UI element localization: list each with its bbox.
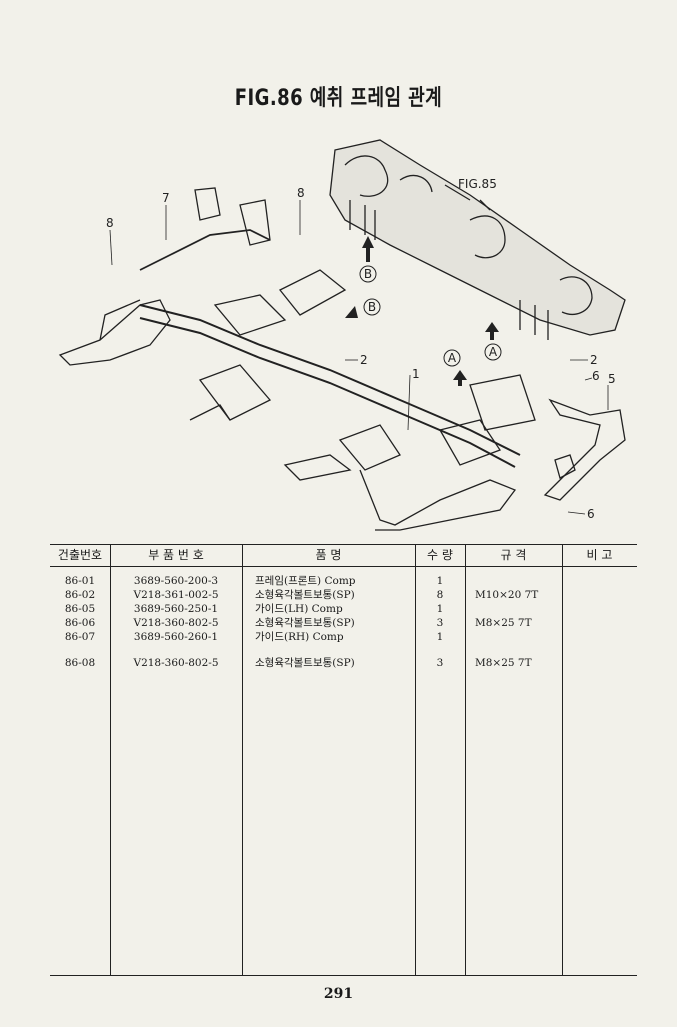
part-label-5: 5: [608, 372, 616, 386]
cell-no: 86-05: [64, 603, 96, 615]
part-label-7: 7: [162, 191, 170, 205]
parts-table: 건출번호 부 품 번 호 품 명 수 량 규 격 비 고 86-01 3689-5…: [50, 544, 637, 976]
header-note: 비 고: [586, 548, 613, 562]
cell-spec: [475, 602, 555, 616]
col-divider: [110, 544, 111, 976]
table-top-rule: [50, 544, 637, 545]
cell-name: 소형육각볼트보통(SP): [255, 589, 355, 601]
header-name: 품 명: [315, 548, 342, 562]
cell-name: 프레임(프론트) Comp: [255, 575, 356, 587]
part-label-6b: 6: [587, 507, 595, 521]
cell-spec: M8×25 7T: [475, 617, 532, 629]
marker-a-2: A: [489, 345, 498, 359]
cell-no: 86-07: [64, 631, 96, 643]
page-number: 291: [323, 986, 354, 1002]
cell-name: 소형육각볼트보통(SP): [255, 657, 355, 669]
cell-part-no: V218-361-002-5: [133, 589, 219, 601]
part-label-8b: 8: [297, 186, 305, 200]
col-divider: [465, 544, 466, 976]
cell-spec: M8×25 7T: [475, 657, 532, 669]
cell-spec: M10×20 7T: [475, 589, 539, 601]
cell-part-no: 3689-560-260-1: [133, 631, 219, 643]
cell-part-no: 3689-560-250-1: [133, 603, 219, 615]
cell-no: 86-02: [64, 589, 96, 601]
parts-diagram: B B A A FIG.85 1 2 2 5 6 6 7 8 8: [58, 139, 626, 531]
header-no: 건출번호: [57, 548, 103, 562]
cell-no: 86-06: [64, 617, 96, 629]
cell-spec: [475, 574, 555, 588]
cell-qty: 1: [436, 603, 444, 615]
cell-part-no: 3689-560-200-3: [133, 575, 219, 587]
cell-part-no: V218-360-802-5: [133, 657, 219, 669]
part-label-8a: 8: [106, 216, 114, 230]
cell-qty: 1: [436, 575, 444, 587]
cell-qty: 1: [436, 631, 444, 643]
col-divider: [242, 544, 243, 976]
col-divider: [562, 544, 563, 976]
marker-b-2: B: [368, 300, 376, 314]
cell-spec: [475, 630, 555, 644]
table-bottom-rule: [50, 975, 637, 976]
col-divider: [415, 544, 416, 976]
part-label-2b: 2: [590, 353, 598, 367]
marker-b-1: B: [364, 267, 372, 281]
header-qty: 수 량: [427, 548, 453, 562]
header-part-no: 부 품 번 호: [148, 548, 204, 562]
part-label-2a: 2: [360, 353, 368, 367]
cell-qty: 3: [436, 617, 444, 629]
figure-title: FIG.86 예취 프레임 관계: [234, 86, 443, 111]
cell-no: 86-08: [64, 657, 96, 669]
cell-part-no: V218-360-802-5: [133, 617, 219, 629]
part-label-1: 1: [412, 367, 420, 381]
cell-qty: 8: [436, 589, 444, 601]
marker-a-1: A: [448, 351, 457, 365]
cell-no: 86-01: [64, 575, 96, 587]
part-label-6a: 6: [592, 369, 600, 383]
header-spec: 규 격: [500, 548, 527, 562]
cell-qty: 3: [436, 657, 444, 669]
cell-name: 가이드(LH) Comp: [255, 603, 343, 615]
table-header-rule: [50, 566, 637, 567]
cell-name: 소형육각볼트보통(SP): [255, 617, 355, 629]
cell-name: 가이드(RH) Comp: [255, 631, 344, 643]
fig85-ref-label: FIG.85: [458, 177, 497, 191]
